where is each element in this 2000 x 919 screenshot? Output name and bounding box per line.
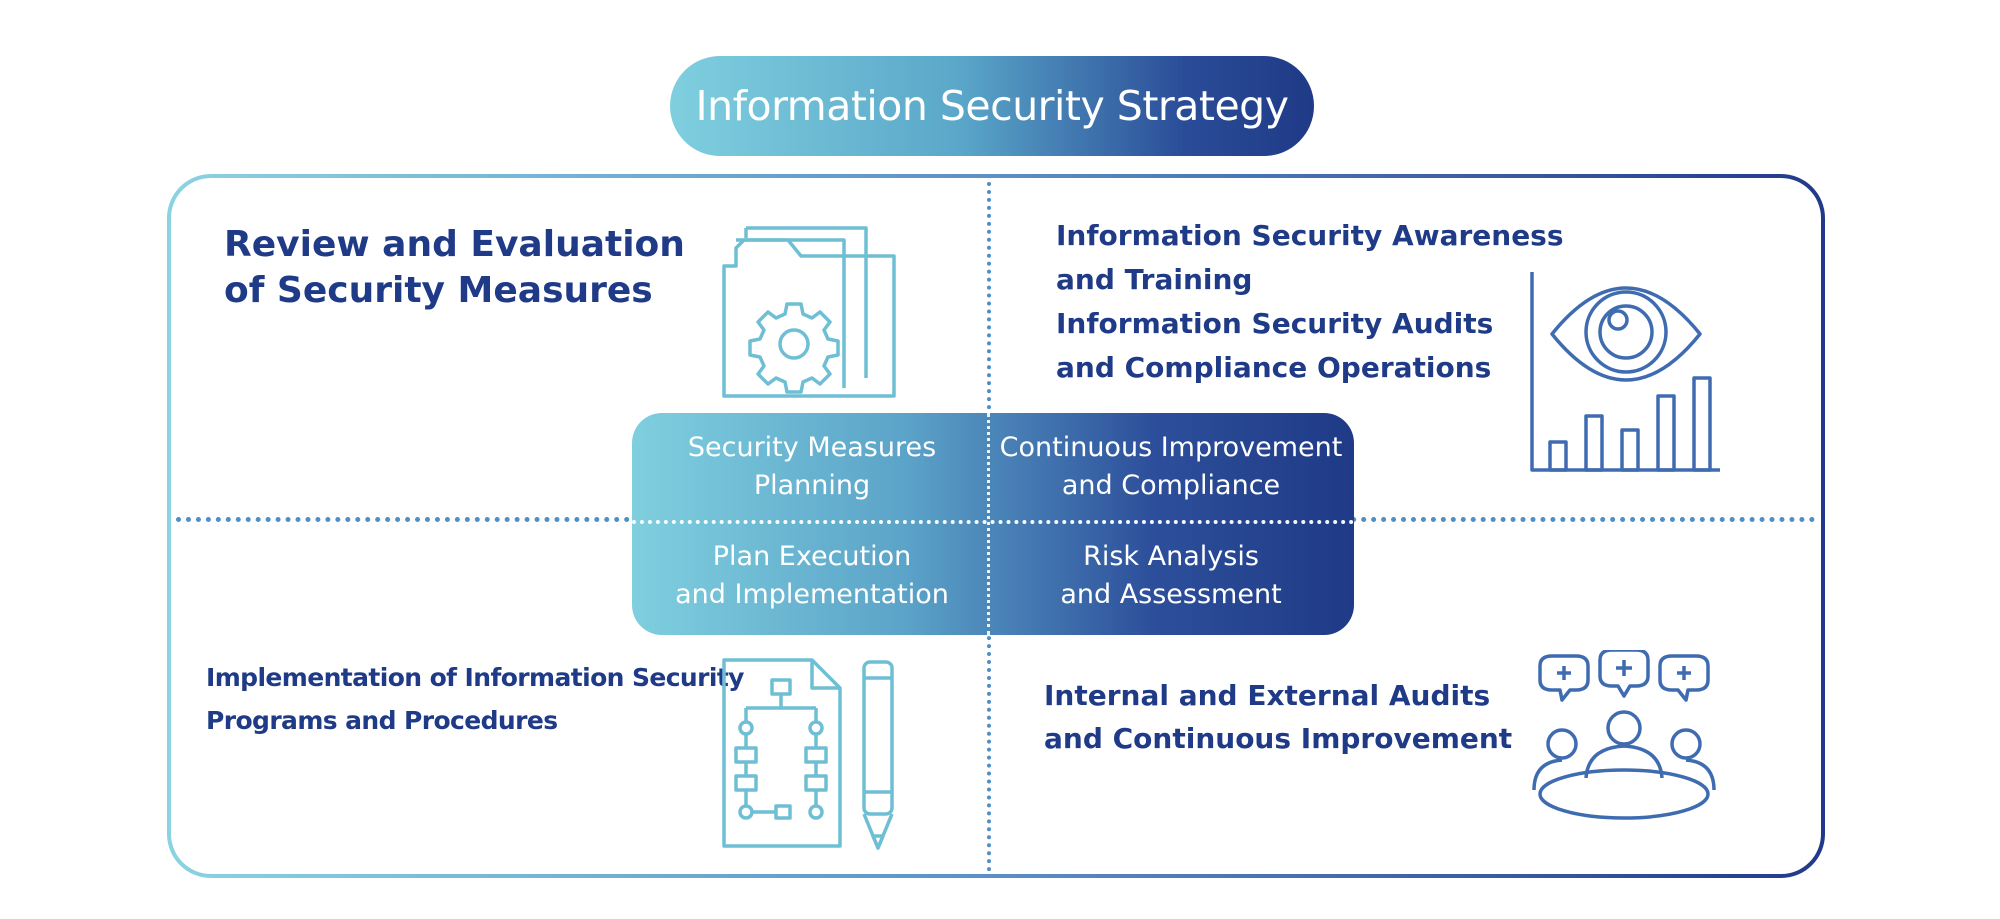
center-cell-improvement: Continuous Improvement and Compliance xyxy=(994,429,1348,505)
center-cell-risk: Risk Analysis and Assessment xyxy=(994,538,1348,614)
center-box: Security Measures Planning Continuous Im… xyxy=(632,413,1354,635)
title-pill: Information Security Strategy xyxy=(670,56,1314,156)
eye-chart-icon xyxy=(1530,272,1720,472)
top-left-line-1: Review and Evaluation xyxy=(224,224,685,265)
center-cell-risk-line-2: and Assessment xyxy=(1060,579,1282,610)
center-horizontal-divider xyxy=(632,520,1354,524)
center-cell-planning: Security Measures Planning xyxy=(637,429,987,505)
center-cell-planning-line-2: Planning xyxy=(753,470,871,501)
center-cell-improvement-line-2: and Compliance xyxy=(1061,470,1281,501)
top-right-line-4: and Compliance Operations xyxy=(1056,351,1492,384)
center-cell-execution-line-2: and Implementation xyxy=(675,579,949,610)
top-left-heading: Review and Evaluation of Security Measur… xyxy=(224,222,685,314)
bottom-left-heading: Implementation of Information Security P… xyxy=(206,656,744,742)
center-cell-planning-line-1: Security Measures xyxy=(687,432,937,463)
center-cell-execution-line-1: Plan Execution xyxy=(712,541,912,572)
center-cell-execution: Plan Execution and Implementation xyxy=(637,538,987,614)
top-right-heading: Information Security Awareness and Train… xyxy=(1056,214,1564,390)
center-cell-improvement-line-1: Continuous Improvement xyxy=(999,432,1343,463)
bottom-right-heading: Internal and External Audits and Continu… xyxy=(1044,674,1512,760)
top-right-line-1: Information Security Awareness xyxy=(1056,219,1564,252)
team-meeting-icon xyxy=(1532,650,1716,820)
bottom-right-line-1: Internal and External Audits xyxy=(1044,679,1491,712)
folder-gear-icon xyxy=(722,226,896,398)
center-cell-risk-line-1: Risk Analysis xyxy=(1083,541,1259,572)
bottom-left-line-1: Implementation of Information Security xyxy=(206,663,744,692)
top-left-line-2: of Security Measures xyxy=(224,270,653,311)
diagram-title: Information Security Strategy xyxy=(695,82,1289,130)
bottom-left-line-2: Programs and Procedures xyxy=(206,706,558,735)
center-vertical-divider xyxy=(987,413,990,635)
bottom-right-line-2: and Continuous Improvement xyxy=(1044,722,1513,755)
top-right-line-3: Information Security Audits xyxy=(1056,307,1494,340)
top-right-line-2: and Training xyxy=(1056,263,1253,296)
flowchart-pencil-icon xyxy=(722,658,894,850)
